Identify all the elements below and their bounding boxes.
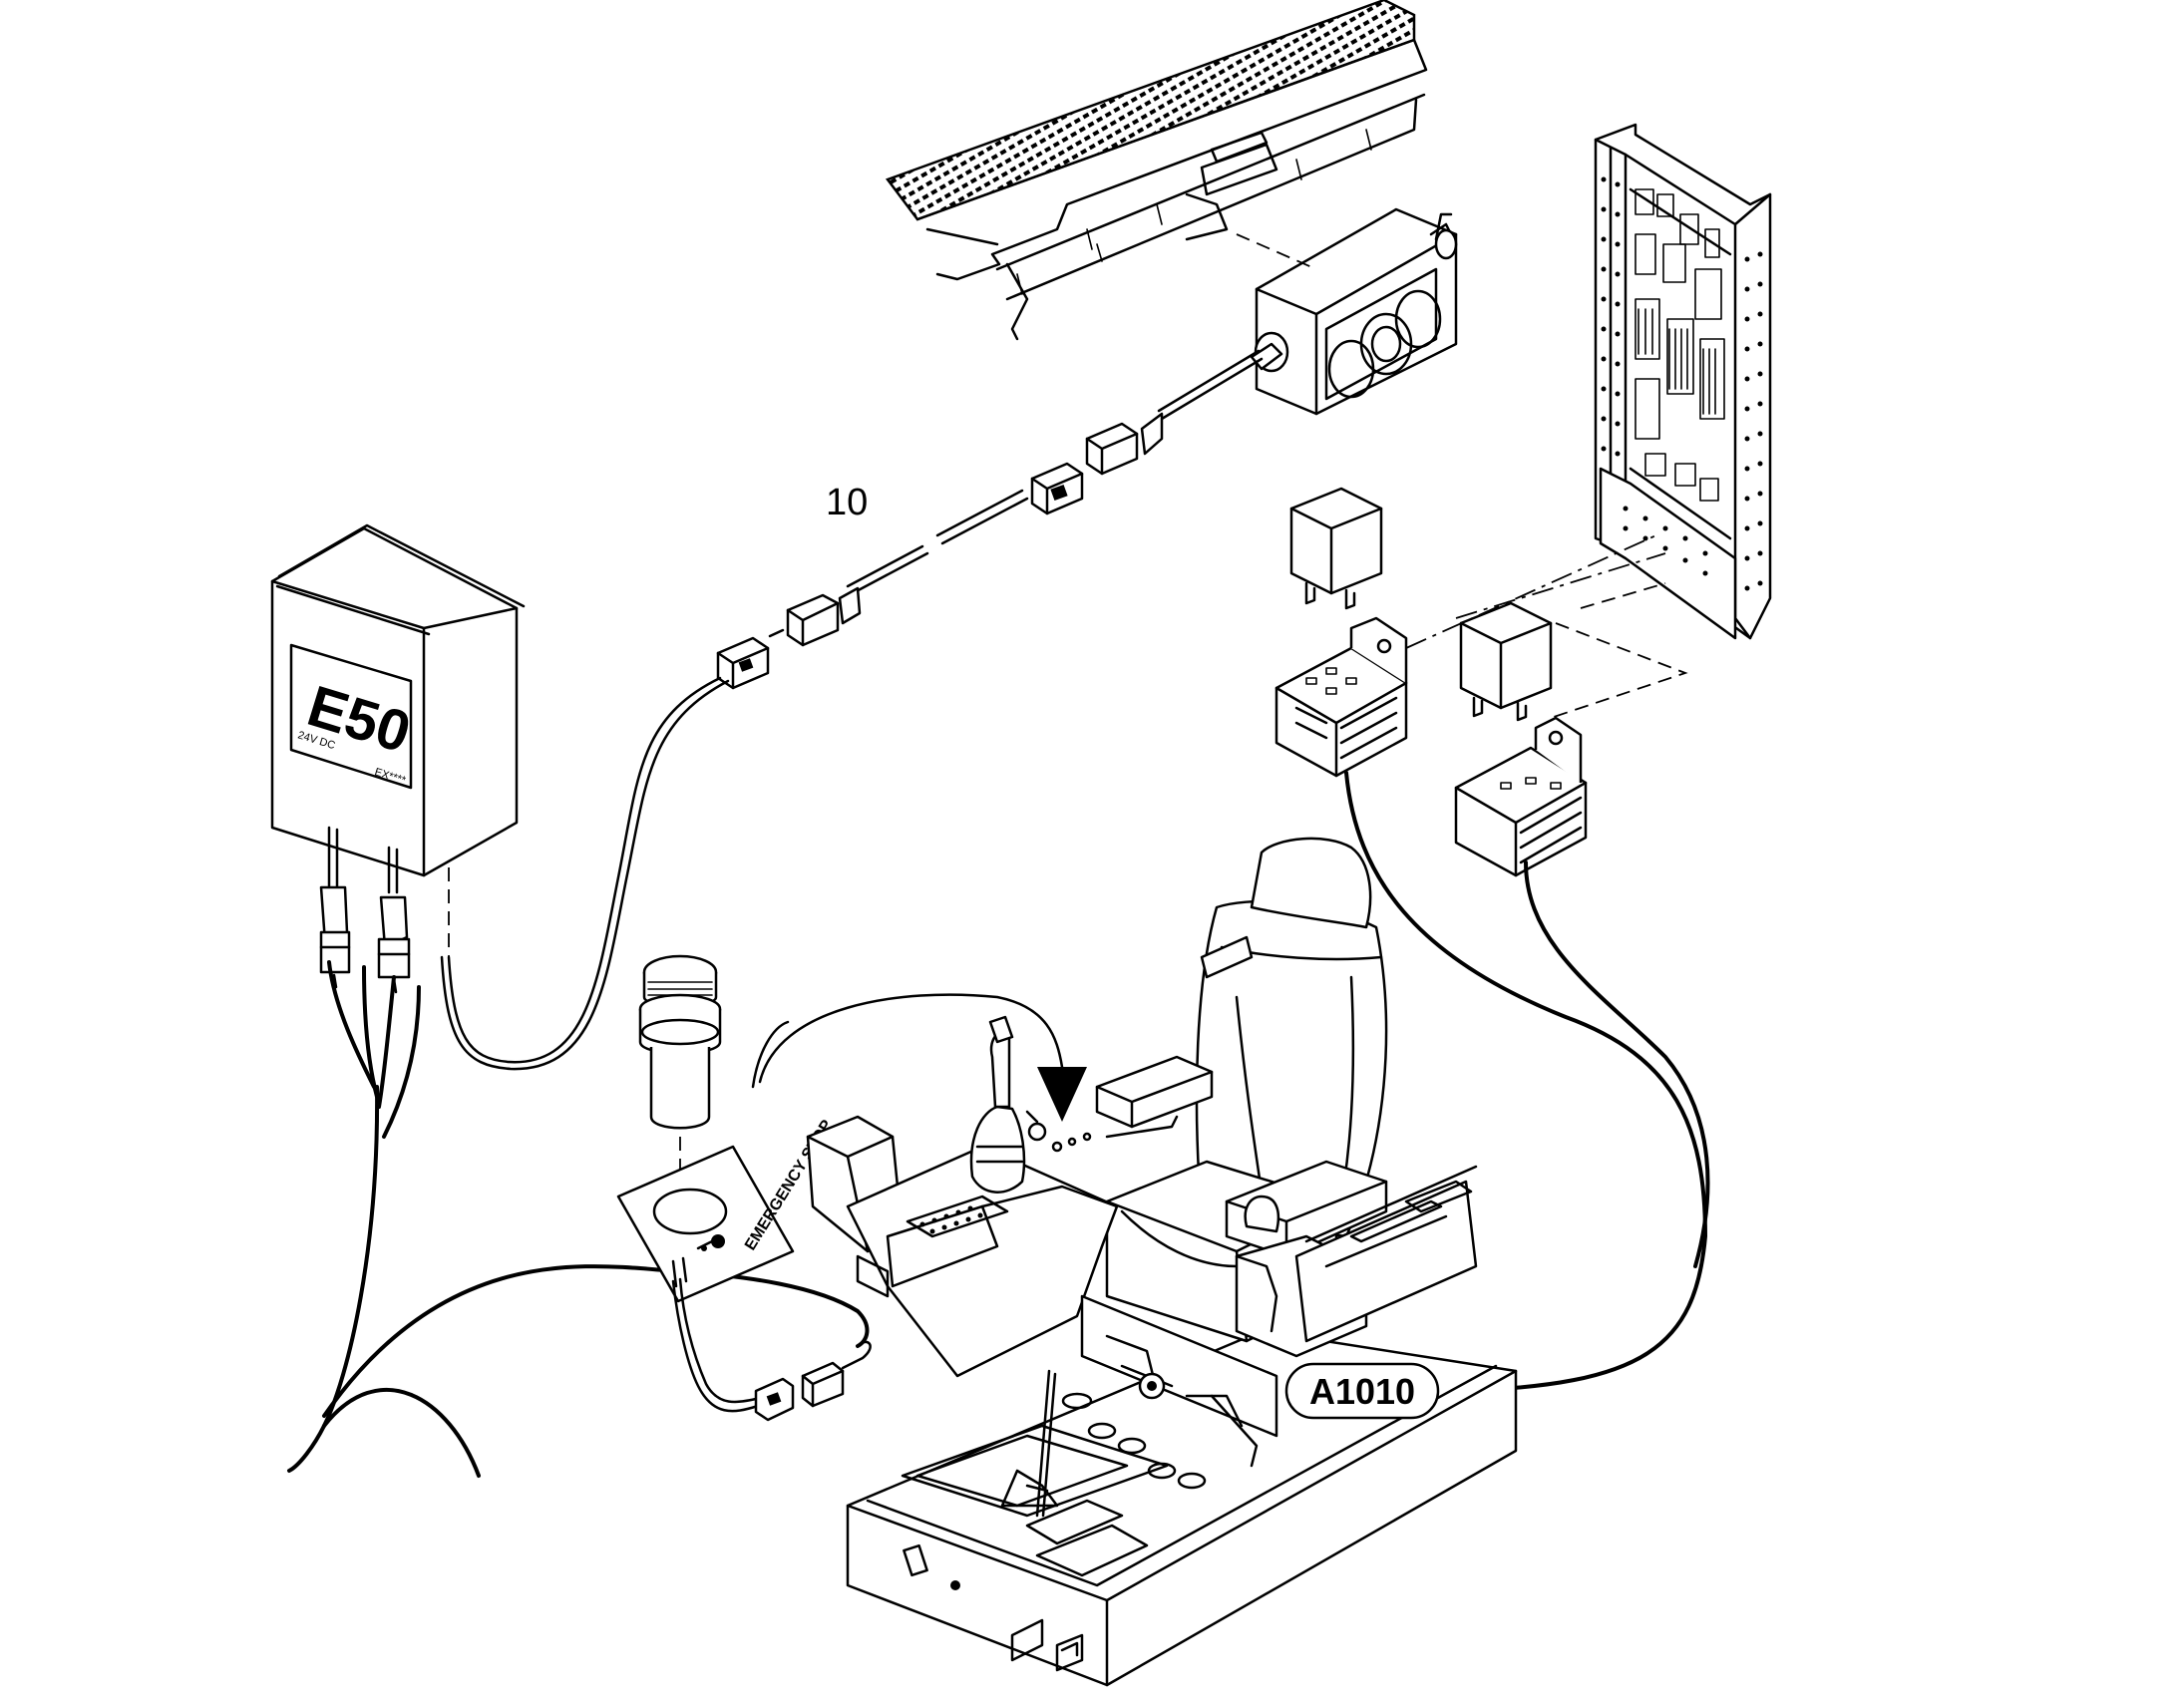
- emergency-stop-button: [638, 954, 722, 1201]
- relay-base-upper: [1274, 616, 1408, 778]
- connector-lower: [716, 544, 929, 690]
- relay-lower: [1459, 601, 1553, 722]
- right-console: [1235, 1165, 1478, 1358]
- e50-signal-cable: [447, 676, 722, 1064]
- e50-control-box: E50 24V DC EX****: [270, 523, 526, 957]
- e50-harness: [287, 826, 870, 1478]
- console-grille: [885, 0, 1428, 341]
- left-console: [806, 1015, 1119, 1378]
- connector-upper: [935, 412, 1164, 545]
- operator-seat: [1095, 837, 1388, 1343]
- location-arrow: [751, 993, 1087, 1122]
- switch-box: [1236, 207, 1458, 416]
- emergency-stop-plate: EMERGENCY STOP: [616, 1117, 836, 1303]
- relay-cable-lower: [1524, 860, 1710, 1268]
- emergency-stop-cable: [671, 1277, 872, 1422]
- relay-upper: [1289, 487, 1383, 610]
- switch-cable: [1160, 357, 1264, 421]
- cab-label-a1010: A1010: [1284, 1362, 1440, 1420]
- relay-cable-upper: [1344, 771, 1707, 1393]
- electrical-distribution-panel: [1594, 123, 1772, 640]
- cab-label-text: A1010: [1309, 1371, 1415, 1412]
- seat-base-mechanism: [1035, 1294, 1278, 1518]
- part-number-label: 10: [826, 482, 868, 523]
- relay-mount-line: [1405, 532, 1661, 649]
- relay-base-lower: [1454, 716, 1588, 877]
